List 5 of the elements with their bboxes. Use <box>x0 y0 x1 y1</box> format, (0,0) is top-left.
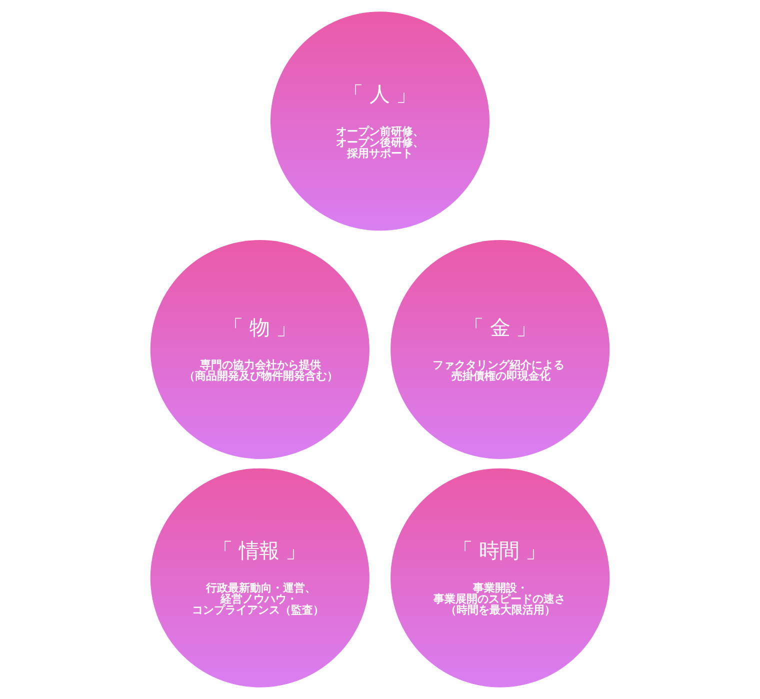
node-circle: 「 人 」 オープン前研修、オープン後研修、採用サポート <box>270 12 490 231</box>
node-circle: 「 物 」 専門の協力会社から提供（商品開発及び物件開発含む） <box>150 240 370 460</box>
node-circle: 「 時間 」 事業開設・事業展開のスピードの速さ（時間を最大限活用） <box>390 468 610 688</box>
node-circle: 「 情報 」 行政最新動向・運営、経営ノウハウ・コンプライアンス（監査） <box>150 468 370 688</box>
node-circle: 「 金 」 ファクタリング紹介による売掛債権の即現金化 <box>390 240 610 460</box>
